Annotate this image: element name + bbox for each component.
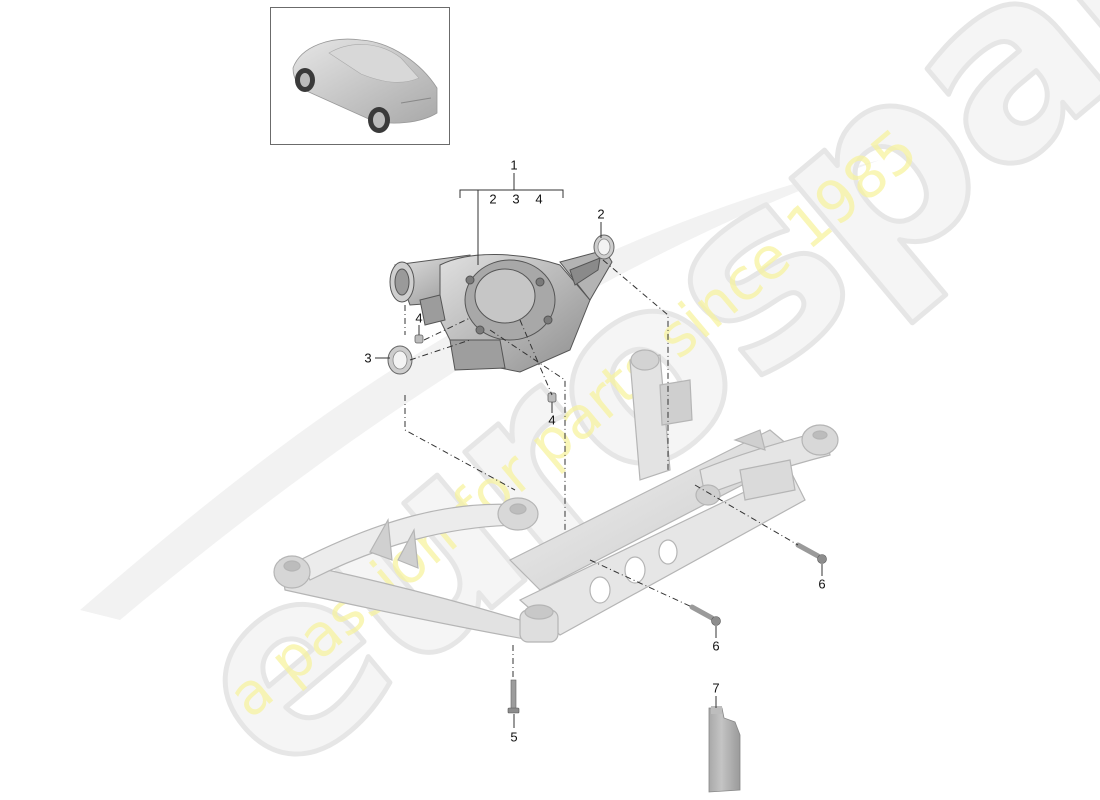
callout-leaders [375,173,823,728]
callout-7-oil[interactable]: 7 [712,680,720,696]
callout-5-bolt[interactable]: 5 [510,729,518,745]
callout-1[interactable]: 1 [510,157,518,173]
callout-1-sub-2[interactable]: 2 [489,191,497,207]
vehicle-thumbnail [270,7,450,145]
callout-3-seal-left[interactable]: 3 [364,350,372,366]
callout-4-plug-right[interactable]: 4 [548,412,556,428]
rear-axle-subframe[interactable] [273,349,839,643]
callout-4-plug-left[interactable]: 4 [415,310,423,326]
bolt-right-upper[interactable] [795,542,827,564]
rear-differential[interactable] [389,249,613,373]
gear-oil-bottle[interactable] [708,706,741,793]
screw-plug-left[interactable] [414,334,424,344]
callout-6-bolt-upper[interactable]: 6 [818,576,826,592]
callout-6-bolt-lower[interactable]: 6 [712,638,720,654]
callout-1-sub-4[interactable]: 4 [535,191,543,207]
car-suv-icon [292,38,438,133]
assembly-lines [404,259,799,678]
bolt-right-lower[interactable] [689,604,721,626]
bolt-vertical[interactable] [507,679,520,714]
seal-ring-left[interactable] [387,345,413,375]
seal-ring-right[interactable] [593,234,615,260]
callout-1-sub-3[interactable]: 3 [512,191,520,207]
callout-2-seal-right[interactable]: 2 [597,206,605,222]
